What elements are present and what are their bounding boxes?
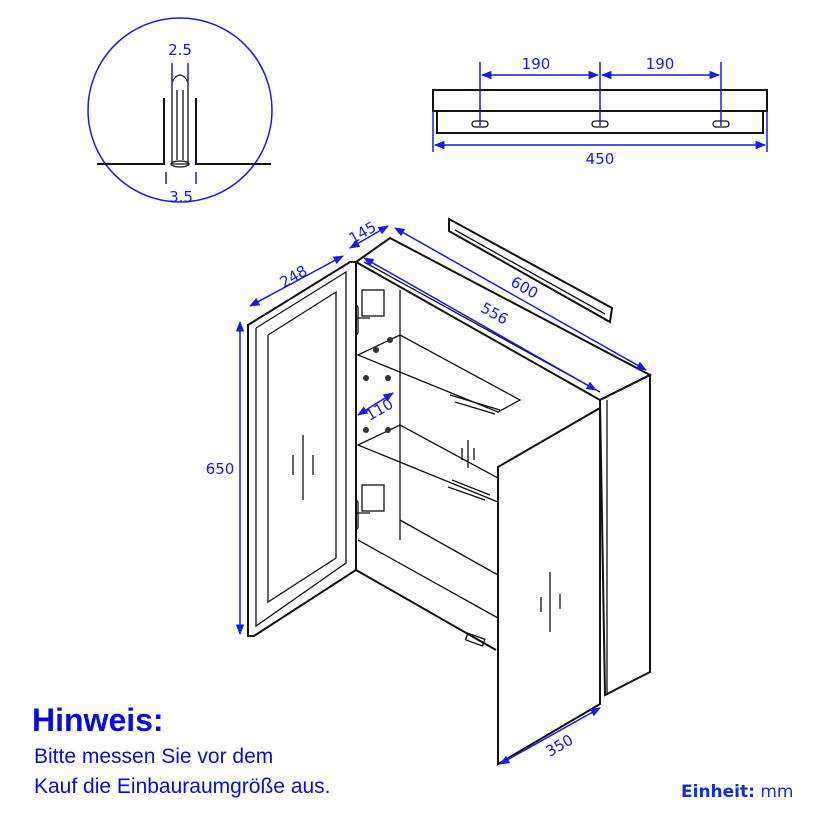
cabinet-dimension-lines — [235, 225, 647, 765]
note-line-1: Bitte messen Sie vor dem — [34, 745, 274, 768]
plug-diameter-label: 2.5 — [168, 41, 192, 59]
mounting-rail-perspective — [448, 217, 614, 324]
rail-length-label: 450 — [586, 150, 615, 168]
rail-spacing-right-label: 190 — [646, 55, 675, 73]
door-width-label: 248 — [277, 262, 311, 292]
shelf-depth-label: 110 — [363, 395, 397, 425]
mounting-rail — [432, 62, 768, 152]
rail-spacing-left-label: 190 — [522, 55, 551, 73]
unit-value: mm — [760, 782, 794, 802]
note-line-2: Kauf die Einbauraumgröße aus. — [34, 775, 331, 798]
hole-diameter-label: 3.5 — [169, 188, 193, 206]
note-title: Hinweis: — [32, 702, 164, 738]
depth-label: 145 — [346, 218, 380, 248]
unit-label: Einheit: mm — [681, 782, 793, 802]
left-door — [247, 261, 357, 637]
unit-label-key: Einheit: — [681, 782, 755, 802]
right-door — [497, 406, 601, 766]
height-label: 650 — [206, 460, 235, 478]
wall-plug-detail — [87, 17, 273, 203]
